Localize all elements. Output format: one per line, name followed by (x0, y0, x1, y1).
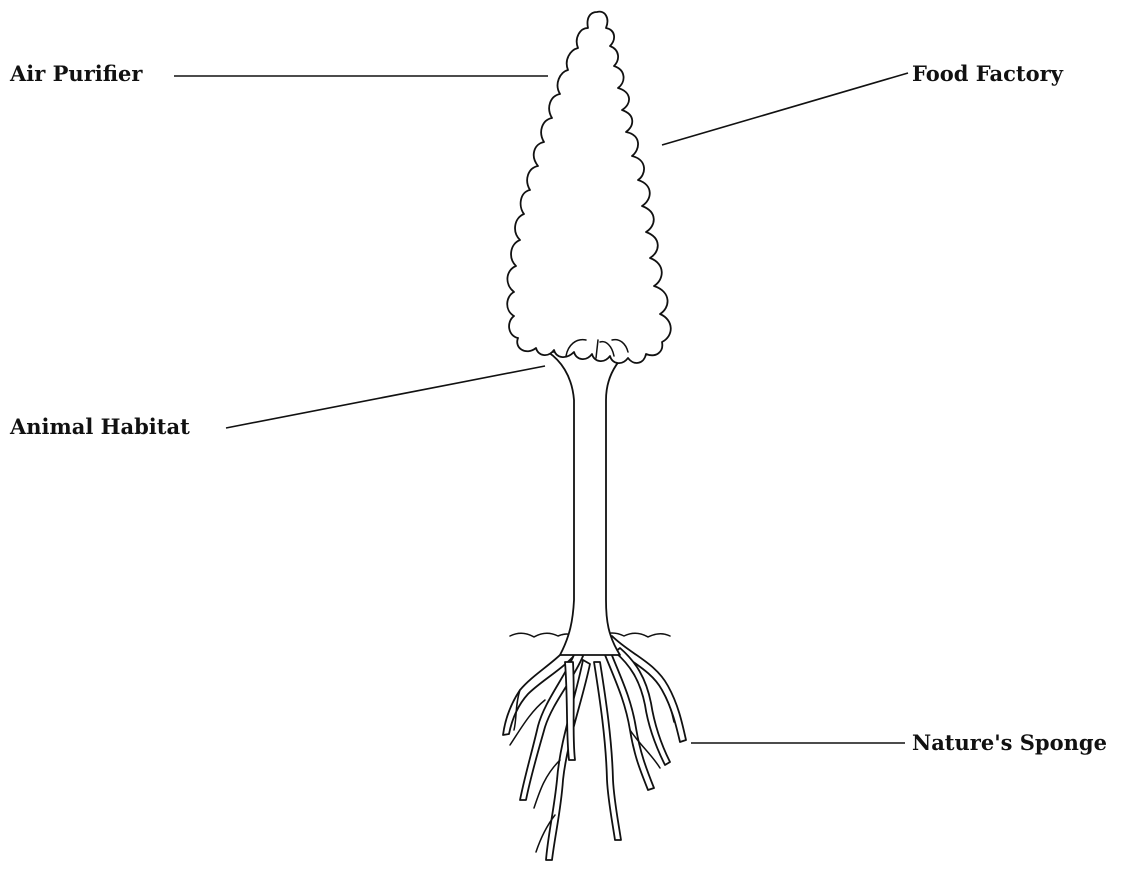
leader-food-factory (662, 73, 908, 145)
label-animal-habitat: Animal Habitat (9, 414, 190, 439)
roots (503, 636, 686, 860)
label-air-purifier: Air Purifier (9, 61, 143, 86)
label-natures-sponge: Nature's Sponge (912, 730, 1107, 755)
tree-trunk (548, 350, 630, 655)
tree-crown (507, 12, 671, 363)
leader-animal-habitat (226, 366, 545, 428)
label-food-factory: Food Factory (912, 61, 1064, 86)
